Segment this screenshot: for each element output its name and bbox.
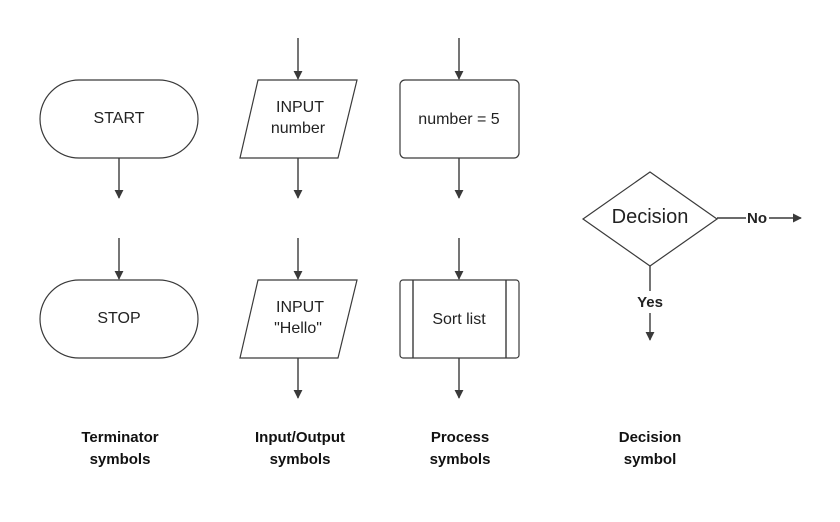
io-input-hello-shape bbox=[239, 279, 358, 359]
terminator-start-node: START bbox=[39, 79, 199, 159]
io-input-number-shape bbox=[239, 79, 358, 159]
decision-yes-label: Yes bbox=[637, 294, 663, 311]
caption-decision-line1: Decision bbox=[619, 429, 682, 446]
io-input-number-node: INPUT number bbox=[239, 79, 358, 159]
decision-node: Decision bbox=[581, 171, 719, 267]
terminator-start-label: START bbox=[94, 110, 145, 127]
caption-io-line1: Input/Output bbox=[255, 429, 345, 446]
caption-terminator: Terminator symbols bbox=[81, 429, 158, 468]
process-assign-node: number = 5 bbox=[399, 79, 520, 159]
process-sort-node: Sort list bbox=[399, 279, 520, 359]
caption-input-output: Input/Output symbols bbox=[255, 429, 345, 468]
terminator-stop-node: STOP bbox=[39, 279, 199, 359]
process-assign-label: number = 5 bbox=[418, 111, 499, 128]
process-sort-label: Sort list bbox=[432, 311, 486, 328]
caption-process-line2: symbols bbox=[430, 451, 491, 468]
caption-decision-line2: symbol bbox=[624, 451, 677, 468]
terminator-stop-shape bbox=[39, 279, 199, 359]
decision-no-label: No bbox=[747, 210, 767, 227]
caption-terminator-line2: symbols bbox=[90, 451, 151, 468]
io-input-hello-line2: "Hello" bbox=[274, 320, 322, 337]
decision-label: Decision bbox=[612, 206, 689, 228]
caption-decision: Decision symbol bbox=[619, 429, 682, 468]
terminator-stop-label: STOP bbox=[97, 310, 140, 327]
io-input-hello-node: INPUT "Hello" bbox=[239, 279, 358, 359]
caption-terminator-line1: Terminator bbox=[81, 429, 158, 446]
io-input-number-line2: number bbox=[271, 120, 326, 137]
io-input-hello-line1: INPUT bbox=[276, 299, 324, 316]
caption-process-line1: Process bbox=[431, 429, 489, 446]
io-input-number-line1: INPUT bbox=[276, 99, 324, 116]
caption-io-line2: symbols bbox=[270, 451, 331, 468]
caption-process: Process symbols bbox=[430, 429, 491, 468]
